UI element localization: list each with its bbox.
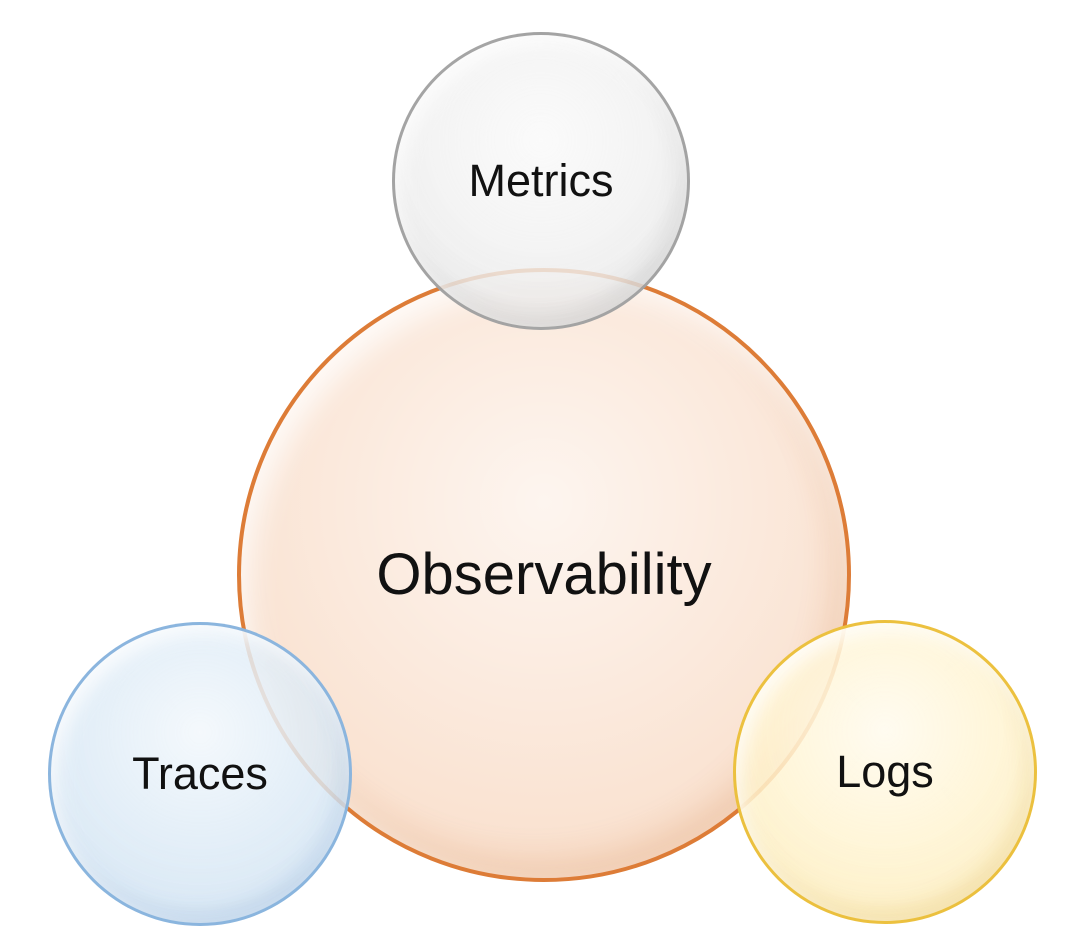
observability-label: Observability (376, 541, 712, 607)
metrics-circle: Metrics (392, 32, 690, 330)
traces-circle: Traces (48, 622, 352, 926)
traces-label: Traces (132, 748, 268, 800)
logs-circle: Logs (733, 620, 1037, 924)
logs-label: Logs (836, 746, 934, 798)
metrics-label: Metrics (468, 155, 614, 207)
